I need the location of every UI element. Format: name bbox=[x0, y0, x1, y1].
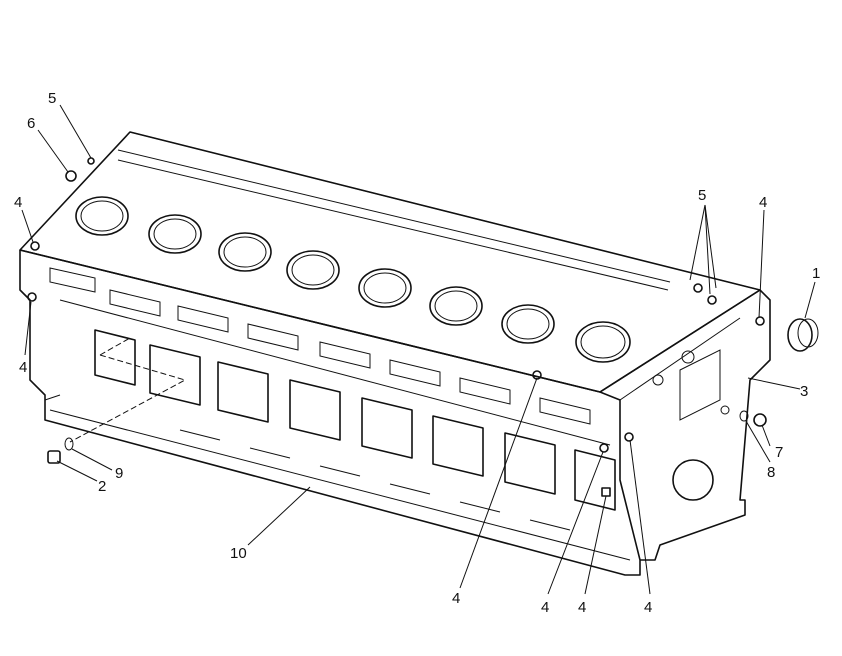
callout-1: 1 bbox=[812, 265, 820, 282]
fitting-4-left bbox=[27, 292, 37, 302]
part-6-fitting bbox=[65, 170, 77, 182]
callout-8: 8 bbox=[767, 464, 775, 481]
callout-4-left-top: 4 bbox=[14, 194, 22, 211]
callout-5-right: 5 bbox=[698, 187, 706, 204]
callout-2: 2 bbox=[98, 478, 106, 495]
cylinder-bore-3 bbox=[218, 232, 272, 272]
callout-7: 7 bbox=[775, 444, 783, 461]
callout-5-left: 5 bbox=[48, 90, 56, 107]
cylinder-bore-5 bbox=[358, 268, 412, 308]
fitting-4-left-top bbox=[30, 241, 40, 251]
callout-labels: 5 6 4 4 2 9 10 5 4 1 3 7 8 4 4 4 4 bbox=[14, 90, 820, 616]
fitting-5-right-a bbox=[693, 283, 703, 293]
fitting-4-end bbox=[755, 316, 765, 326]
cylinder-bore-6 bbox=[429, 286, 483, 326]
fitting-5-right-b bbox=[707, 295, 717, 305]
part-9-ring bbox=[64, 437, 74, 451]
fitting-4-lower-c bbox=[624, 432, 634, 442]
leader-lines bbox=[21, 104, 816, 595]
cylinder-bore-4 bbox=[286, 250, 340, 290]
callout-9: 9 bbox=[115, 465, 123, 482]
fitting-4-lower-b bbox=[601, 487, 611, 497]
callout-10: 10 bbox=[230, 545, 247, 562]
side-openings bbox=[49, 267, 616, 531]
callout-4-bottom-c: 4 bbox=[578, 599, 586, 616]
callout-4-bottom-b: 4 bbox=[541, 599, 549, 616]
callout-6: 6 bbox=[27, 115, 35, 132]
part-2-plug bbox=[47, 450, 61, 464]
cylinder-block bbox=[19, 131, 771, 576]
cylinder-bore-7 bbox=[501, 304, 555, 344]
part-7-plug bbox=[753, 413, 767, 427]
cylinder-bores bbox=[75, 196, 631, 363]
callout-4-bottom-d: 4 bbox=[644, 599, 652, 616]
part-1-plug bbox=[787, 318, 819, 352]
callout-4-end: 4 bbox=[759, 194, 767, 211]
cylinder-bore-8 bbox=[575, 321, 631, 363]
callout-4-bottom-a: 4 bbox=[452, 590, 460, 607]
callout-3: 3 bbox=[800, 383, 808, 400]
fitting-4-mid bbox=[532, 370, 542, 380]
front-face bbox=[19, 249, 641, 576]
cylinder-bore-2 bbox=[148, 214, 202, 254]
cylinder-bore-1 bbox=[75, 196, 129, 236]
end-details bbox=[652, 349, 730, 501]
part-8-ring bbox=[739, 410, 749, 422]
fitting-4-lower-a bbox=[599, 443, 609, 453]
right-end-face bbox=[599, 289, 771, 561]
fitting-5-left bbox=[87, 157, 95, 165]
callout-4-left: 4 bbox=[19, 359, 27, 376]
